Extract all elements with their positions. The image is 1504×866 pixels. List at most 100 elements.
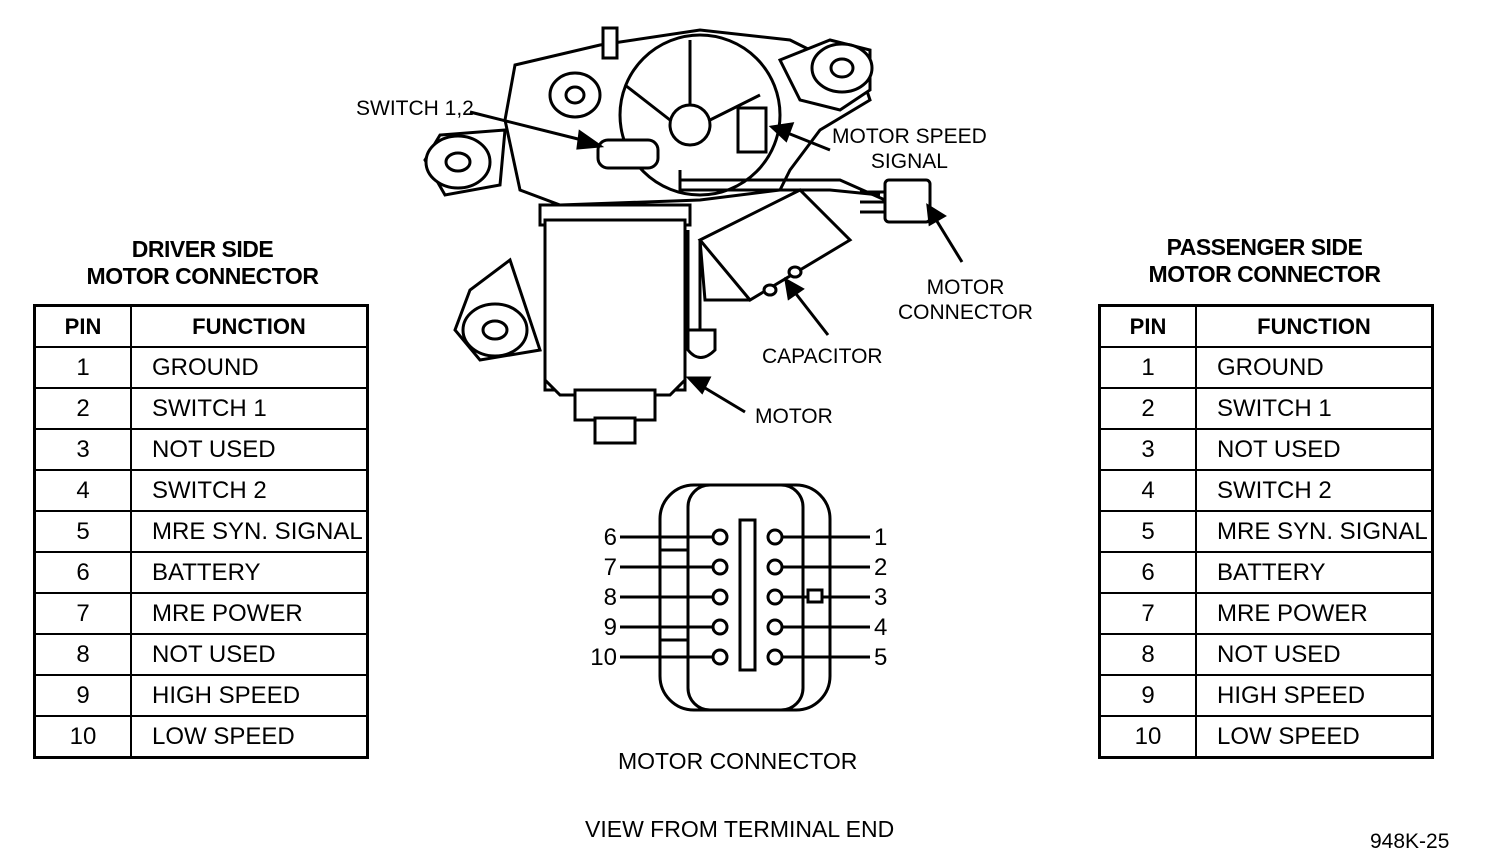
pin-cell: 10 bbox=[33, 715, 132, 759]
function-cell: SWITCH 1 bbox=[130, 387, 369, 430]
pin-cell: 2 bbox=[1098, 387, 1197, 430]
function-cell: MRE POWER bbox=[130, 592, 369, 635]
connector-pin-number: 8 bbox=[603, 584, 617, 611]
pin-cell: 4 bbox=[1098, 469, 1197, 512]
driver-side-heading-line2: MOTOR CONNECTOR bbox=[86, 263, 319, 289]
function-cell: SWITCH 2 bbox=[1195, 469, 1434, 512]
pin-cell: 6 bbox=[33, 551, 132, 594]
motor-speed-signal-label: MOTOR SPEED SIGNAL bbox=[832, 124, 987, 174]
function-cell: GROUND bbox=[130, 346, 369, 389]
motor-connector-label: MOTOR CONNECTOR bbox=[898, 275, 1033, 325]
connector-pin-number: 1 bbox=[874, 524, 888, 551]
pin-cell: 7 bbox=[1098, 592, 1197, 635]
function-cell: NOT USED bbox=[1195, 428, 1434, 471]
pin-cell: 1 bbox=[33, 346, 132, 389]
capacitor-label: CAPACITOR bbox=[762, 345, 883, 368]
connector-pin-number: 2 bbox=[874, 554, 888, 581]
function-column-header: FUNCTION bbox=[1195, 304, 1434, 348]
connector-pin-number: 7 bbox=[603, 554, 617, 581]
driver-side-heading: DRIVER SIDE MOTOR CONNECTOR bbox=[60, 236, 345, 290]
motor-label: MOTOR bbox=[755, 405, 833, 428]
pin-cell: 3 bbox=[33, 428, 132, 471]
passenger-side-heading: PASSENGER SIDE MOTOR CONNECTOR bbox=[1122, 234, 1407, 288]
pin-cell: 4 bbox=[33, 469, 132, 512]
driver-side-heading-line1: DRIVER SIDE bbox=[131, 236, 274, 262]
pin-cell: 8 bbox=[1098, 633, 1197, 676]
connector-pin-number: 10 bbox=[590, 644, 617, 671]
function-cell: NOT USED bbox=[1195, 633, 1434, 676]
motor-connector-line2: CONNECTOR bbox=[898, 301, 1033, 324]
pin-cell: 6 bbox=[1098, 551, 1197, 594]
connector-pin-number: 3 bbox=[874, 584, 888, 611]
table-header-row: PIN FUNCTION bbox=[1098, 304, 1434, 348]
motor-connector-face bbox=[620, 483, 870, 712]
pin-cell: 10 bbox=[1098, 715, 1197, 759]
table-header-row: PIN FUNCTION bbox=[33, 304, 369, 348]
pin-cell: 5 bbox=[1098, 510, 1197, 553]
function-cell: BATTERY bbox=[1195, 551, 1434, 594]
pin-cell: 8 bbox=[33, 633, 132, 676]
pin-cell: 9 bbox=[1098, 674, 1197, 717]
function-cell: MRE POWER bbox=[1195, 592, 1434, 635]
function-cell: GROUND bbox=[1195, 346, 1434, 389]
pin-cell: 9 bbox=[33, 674, 132, 717]
pin-cell: 3 bbox=[1098, 428, 1197, 471]
motor-connector-line1: MOTOR bbox=[926, 276, 1005, 299]
pin-cell: 5 bbox=[33, 510, 132, 553]
connector-pin-number: 5 bbox=[874, 644, 888, 671]
function-cell: MRE SYN. SIGNAL bbox=[1195, 510, 1434, 553]
function-cell: SWITCH 2 bbox=[130, 469, 369, 512]
pin-cell: 7 bbox=[33, 592, 132, 635]
motor-speed-signal-line1: MOTOR SPEED bbox=[832, 125, 987, 148]
pin-column-header: PIN bbox=[33, 304, 132, 348]
view-caption: VIEW FROM TERMINAL END bbox=[585, 816, 895, 842]
connector-pin-number: 9 bbox=[603, 614, 617, 641]
function-cell: MRE SYN. SIGNAL bbox=[130, 510, 369, 553]
pin-column-header: PIN bbox=[1098, 304, 1197, 348]
leader-arrows bbox=[469, 110, 964, 414]
motor-speed-signal-line2: SIGNAL bbox=[870, 150, 948, 173]
function-cell: BATTERY bbox=[130, 551, 369, 594]
function-cell: HIGH SPEED bbox=[130, 674, 369, 717]
pin-cell: 2 bbox=[33, 387, 132, 430]
function-cell: SWITCH 1 bbox=[1195, 387, 1434, 430]
function-cell: NOT USED bbox=[130, 428, 369, 471]
connector-pin-number: 4 bbox=[874, 614, 888, 641]
function-cell: HIGH SPEED bbox=[1195, 674, 1434, 717]
function-column-header: FUNCTION bbox=[130, 304, 369, 348]
switch-label: SWITCH 1,2 bbox=[356, 97, 474, 120]
connector-caption: MOTOR CONNECTOR bbox=[618, 748, 858, 774]
wiper-motor-illustration bbox=[423, 26, 932, 445]
connector-pin-number: 6 bbox=[603, 524, 617, 551]
passenger-side-heading-line2: MOTOR CONNECTOR bbox=[1148, 261, 1381, 287]
function-cell: NOT USED bbox=[130, 633, 369, 676]
passenger-side-heading-line1: PASSENGER SIDE bbox=[1166, 234, 1363, 260]
pin-cell: 1 bbox=[1098, 346, 1197, 389]
function-cell: LOW SPEED bbox=[1195, 715, 1434, 759]
function-cell: LOW SPEED bbox=[130, 715, 369, 759]
figure-id: 948K-25 bbox=[1370, 830, 1450, 853]
